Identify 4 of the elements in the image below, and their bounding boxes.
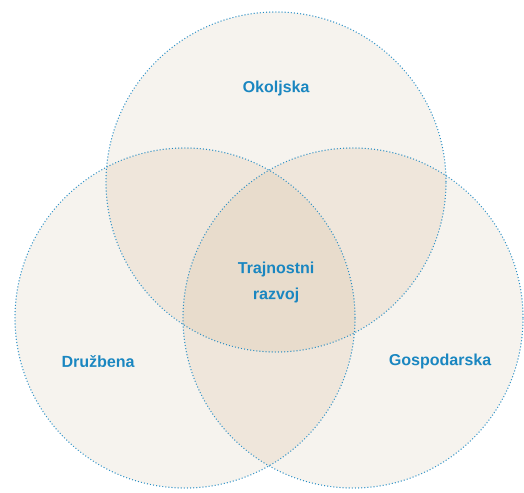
center-label: Trajnostni razvoj bbox=[238, 262, 314, 302]
circle-label: Družbena bbox=[62, 354, 135, 368]
circle-label: Gospodarska bbox=[390, 354, 492, 368]
circle-label: Okoljska bbox=[243, 80, 310, 96]
